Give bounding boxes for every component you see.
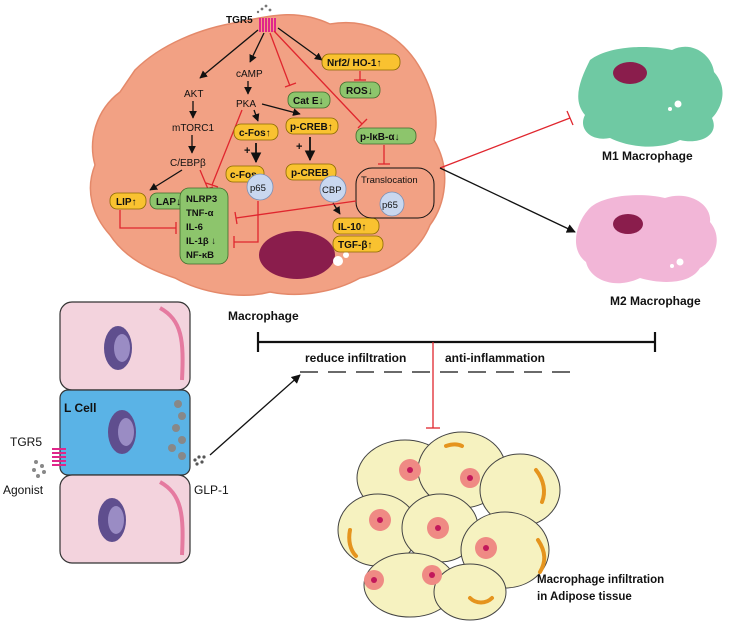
m2-label: M2 Macrophage: [610, 294, 701, 308]
inflammatory-item: NF-κB: [186, 250, 214, 261]
tgr5-lcell-label: TGR5: [10, 435, 42, 449]
camp-label: cAMP: [236, 69, 263, 80]
pka-label: PKA: [236, 99, 256, 110]
tgfb-box: [332, 235, 384, 253]
glp1-granules: [193, 455, 206, 466]
inflammatory-item: IL-6: [186, 222, 203, 233]
inflammatory-box: [179, 187, 229, 265]
plus-sign: +: [296, 141, 302, 153]
tgr5-inhibit-lines: [269, 30, 368, 129]
nrf2-label: Nrf2/ HO-1↑: [327, 58, 381, 69]
pcreb-box: [285, 163, 337, 181]
nrf2-box: [321, 53, 401, 71]
pikba-box: [355, 127, 417, 145]
pcreb-up-box: [285, 117, 339, 135]
anti-inflammation-label: anti-inflammation: [445, 351, 545, 365]
p65-circle: [379, 191, 405, 217]
pcreb-label: p-CREB: [291, 168, 329, 179]
tgr5-label: TGR5: [226, 15, 253, 26]
p65-circle: [246, 173, 274, 201]
lip-box: [109, 192, 147, 210]
lip-label: LIP↑: [116, 197, 137, 208]
adipose-label-line1: Macrophage infiltration: [537, 574, 664, 586]
inflammatory-item: IL-1β ↓: [186, 236, 216, 247]
macrophage-nucleus: [259, 231, 335, 279]
cebp-label: C/EBPβ: [170, 158, 206, 169]
tgr5-receptor-icon: [256, 4, 276, 32]
adipocyte-edges: [347, 442, 547, 605]
cfos-up-label: c-Fos↑: [239, 128, 271, 139]
tgfb-label: TGF-β↑: [338, 240, 372, 251]
cbp-circle: [319, 175, 347, 203]
cfos-label: c-Fos: [230, 170, 257, 181]
cate-label: Cat E↓: [293, 96, 324, 107]
reduce-infiltration-label: reduce infiltration: [305, 351, 406, 365]
translocation-label: Translocation: [361, 175, 418, 186]
lap-label: LAP↓: [156, 197, 181, 208]
adipose-macrophage-nuclei: [371, 467, 489, 583]
ros-label: ROS↓: [346, 86, 373, 97]
mtorc1-label: mTORC1: [172, 123, 214, 134]
intestinal-cells: [59, 301, 191, 564]
pikba-label: p-IκB-α↓: [360, 132, 400, 143]
m2-macrophage: [575, 195, 717, 284]
m1-label: M1 Macrophage: [602, 149, 693, 163]
plus-sign: +: [244, 145, 250, 157]
vesicle: [343, 252, 349, 258]
cbp-label: CBP: [322, 185, 342, 196]
akt-label: AKT: [184, 89, 203, 100]
inflammatory-item: NLRP3: [186, 194, 217, 205]
pcreb-up-label: p-CREB↑: [290, 122, 333, 133]
p65-label: p65: [250, 183, 266, 194]
inflammatory-item: TNF-α: [186, 208, 214, 219]
glp1-label: GLP-1: [194, 483, 229, 497]
m1-macrophage: [578, 46, 723, 147]
ros-box: [339, 81, 381, 99]
l-cell-label: L Cell: [64, 401, 96, 415]
tgr5-arrows: [199, 27, 323, 79]
p65-label: p65: [382, 200, 398, 211]
vesicle: [333, 256, 343, 266]
adipose-label-line2: in Adipose tissue: [537, 591, 632, 603]
agonist-label: Agonist: [3, 483, 44, 497]
il10-label: IL-10↑: [338, 222, 366, 233]
il10-box: [332, 217, 380, 235]
macrophage-title: Macrophage: [228, 309, 299, 323]
translocation-box: [355, 167, 435, 219]
tgr5-receptor-icon: [32, 448, 66, 478]
cate-box: [287, 91, 331, 109]
cfos-up-box: [233, 123, 279, 141]
